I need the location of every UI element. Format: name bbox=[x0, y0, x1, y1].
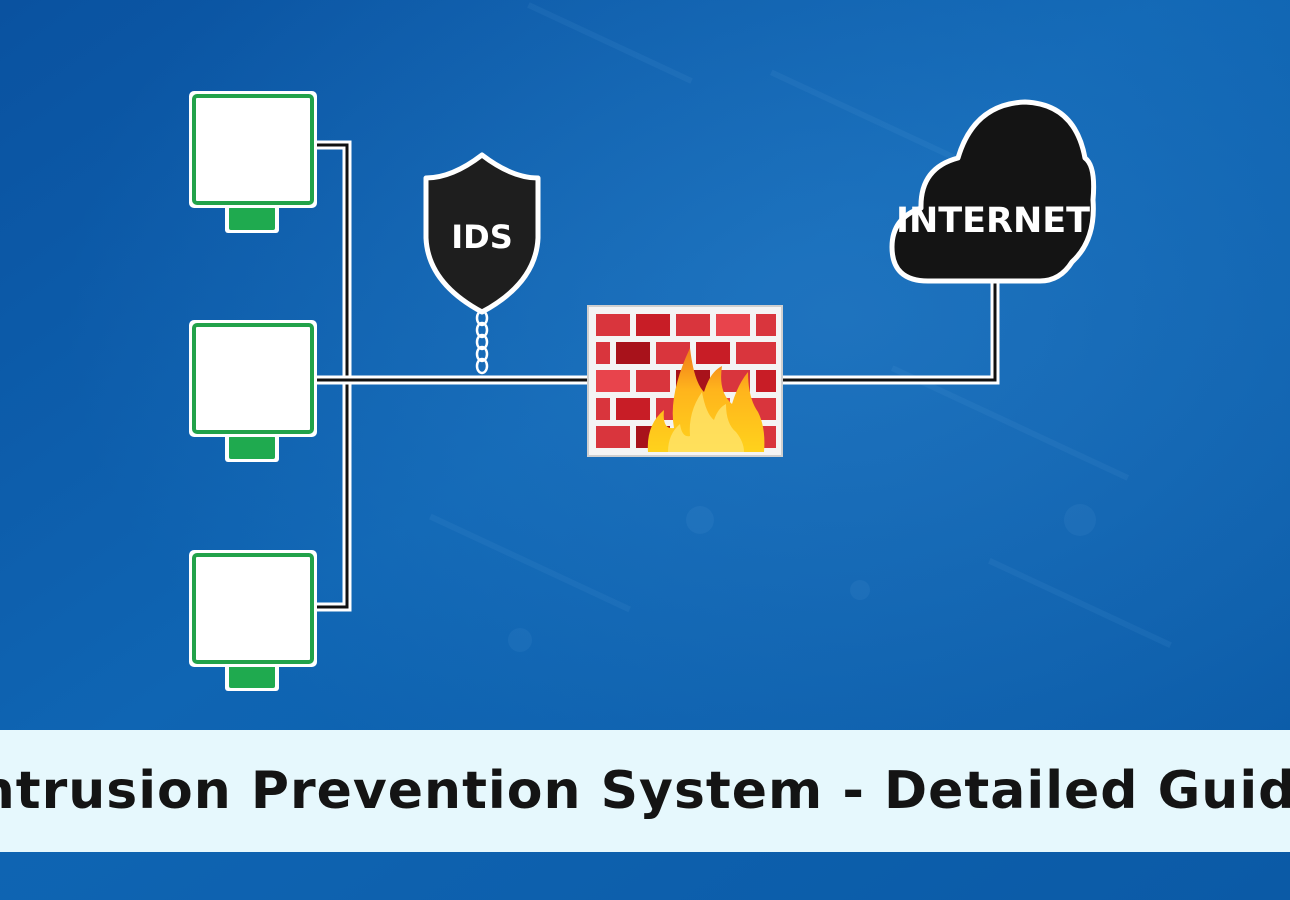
computer-1 bbox=[189, 91, 317, 233]
monitor-stand bbox=[229, 436, 275, 459]
firewall-node bbox=[587, 305, 783, 457]
connection-wires bbox=[316, 140, 1000, 612]
internet-label: INTERNET bbox=[896, 201, 1090, 241]
monitor-stand bbox=[229, 207, 275, 230]
computer-2 bbox=[189, 320, 317, 462]
cloud-icon bbox=[889, 99, 1097, 284]
shield-icon bbox=[423, 152, 541, 315]
internet-node: INTERNET bbox=[889, 99, 1097, 284]
flame-icon bbox=[647, 348, 765, 452]
caption-band: Intrusion Prevention System - Detailed G… bbox=[0, 730, 1290, 852]
computer-3 bbox=[189, 550, 317, 691]
caption-title: Intrusion Prevention System - Detailed G… bbox=[0, 761, 1290, 821]
monitor-stand bbox=[229, 665, 275, 688]
ids-chain bbox=[475, 309, 489, 375]
ids-node: IDS bbox=[423, 152, 541, 315]
ids-label: IDS bbox=[451, 218, 513, 256]
